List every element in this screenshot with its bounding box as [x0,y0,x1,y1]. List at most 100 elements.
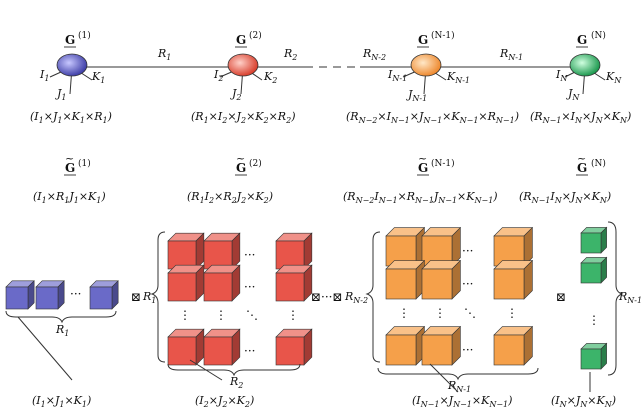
svg-text:J2: J2 [230,87,242,102]
ellipsis-v-mn1-0: ⋮ [398,306,410,320]
matrix-annotations: R1 (I1×J1×K1) R1 R2 (I2×J2×K2) RN-2 RN-1… [5,221,642,409]
core-shape-n-minus-1: (RN−2×IN−1×JN−1×KN−1×RN−1) [346,110,519,125]
svg-text:RN-2: RN-2 [344,290,368,305]
cube-mn1-1-2 [493,259,534,300]
svg-text:R1: R1 [142,290,156,305]
block-shape-n-minus-1: (IN−1×JN−1×KN−1) [412,394,512,409]
svg-text:K2: K2 [263,70,277,85]
svg-text:G: G [236,161,246,175]
svg-text:(N): (N) [591,158,606,169]
operator-3: ⊠ [556,290,566,304]
ellipsis-h-m2-1: ··· [244,280,255,294]
ellipsis-v-m2-2: ⋮ [287,308,299,322]
cube-mn1-2-2 [493,325,534,366]
cube-m2-1-2 [275,264,313,302]
svg-text:J1: J1 [55,87,67,102]
cube-m2-1-1 [203,264,241,302]
core-shape-2: (R1×I2×J2×K2×R2) [191,110,295,125]
core-shape-n: (RN−1×IN×JN×KN) [530,110,631,125]
svg-text:RN-1: RN-1 [618,290,642,305]
cube-m2-0-1 [203,232,241,270]
svg-text:KN-1: KN-1 [446,70,470,85]
svg-text:(1): (1) [78,158,91,169]
ellipsis-h-m2-0: ··· [244,248,255,262]
svg-text:I2: I2 [213,68,223,83]
ellipsis-v-m2-1: ⋮ [215,308,227,322]
bottom-titles: G ~ (1) (I1×R1J1×K1) G ~ (2) (R1I2×R2J2×… [33,152,611,205]
cube-blocks: ··· ··· ··· ··· ⋮ ⋮ ⋮ ⋱ ··· ··· ··· ⋮ ⋮ ⋮ ⋱ ⋮ [5,226,608,370]
svg-text:(2): (2) [249,158,262,169]
cube-m1-1 [35,280,65,310]
top-chain: R1 R2 RN-2 RN-1 G (1) I1 J1 K1 G (2) I2 … [30,30,631,125]
core-shape-1: (I1×J1×K1×R1) [30,110,112,125]
svg-text:~: ~ [236,152,245,165]
unfold-shape-2: (R1I2×R2J2×K2) [187,190,273,205]
cube-m2-2-1 [203,328,241,366]
cube-mn1-1-1 [421,259,462,300]
cube-m2-2-0 [167,328,205,366]
cube-mn-2 [580,342,608,370]
bond-label-rn2: RN-2 [362,47,386,62]
svg-text:RN-1: RN-1 [447,379,471,394]
svg-text:R1: R1 [55,323,69,338]
ellipsis-mn: ⋮ [588,313,600,327]
cube-m2-0-2 [275,232,313,270]
operator-1: ⊠ [131,290,141,304]
unfold-shape-1: (I1×R1J1×K1) [33,190,106,205]
bond-label-r2: R2 [283,47,297,62]
core-node-1: G (1) I1 J1 K1 [39,30,105,102]
cube-mn1-1-0 [385,259,426,300]
cube-m2-2-2 [275,328,313,366]
svg-text:(2): (2) [249,30,262,41]
svg-text:G: G [577,161,587,175]
ellipsis-v-m2-0: ⋮ [179,308,191,322]
svg-text:(N-1): (N-1) [431,158,455,169]
cube-mn-1 [580,256,608,284]
svg-text:(N-1): (N-1) [431,30,455,41]
core-sup-1: (1) [78,30,91,41]
cube-m2-1-0 [167,264,205,302]
ellipsis-d-mn1: ⋱ [464,306,476,320]
cube-mn1-2-0 [385,325,426,366]
svg-text:KN: KN [605,70,622,85]
cube-mn1-2-1 [421,325,462,366]
cube-mn1-0-0 [385,226,426,267]
bond-label-r1: R1 [157,47,171,62]
cube-m1-0 [5,280,35,310]
kronecker-operators: ⊠ ⊠···⊠ ⊠ [131,290,566,304]
svg-text:K1: K1 [91,70,105,85]
svg-text:G: G [577,33,587,47]
svg-text:IN: IN [555,68,568,83]
cube-m2-0-0 [167,232,205,270]
cube-mn1-0-2 [493,226,534,267]
svg-text:G: G [418,33,428,47]
ellipsis-v-mn1-2: ⋮ [506,306,518,320]
core-title-1: G [65,33,75,47]
block-shape-1: (I1×J1×K1) [32,394,91,409]
svg-text:JN: JN [566,87,580,102]
cube-mn-0 [580,226,608,254]
svg-text:(N): (N) [591,30,606,41]
cube-m1-2 [89,280,119,310]
ellipsis-h-mn1-1: ··· [462,277,473,291]
svg-text:G: G [418,161,428,175]
svg-text:G: G [65,161,75,175]
svg-text:IN-1: IN-1 [387,68,407,83]
svg-text:~: ~ [577,152,586,165]
ellipsis-h-mn1-0: ··· [462,244,473,258]
ellipsis-m1: ··· [70,287,81,301]
cube-mn1-0-1 [421,226,462,267]
ellipsis-d-m2: ⋱ [246,308,258,322]
bond-label-rn1: RN-1 [499,47,523,62]
svg-text:I1: I1 [39,68,49,83]
core-node-n: G (N) IN JN KN [555,30,622,102]
unfold-shape-n-minus-1: (RN−2IN−1×RN−1JN−1×KN−1) [343,190,498,205]
operator-2: ⊠···⊠ [311,290,343,304]
unfold-shape-n: (RN−1IN×JN×KN) [519,190,611,205]
ellipsis-h-mn1-2: ··· [462,343,473,357]
ellipsis-v-mn1-1: ⋮ [434,306,446,320]
ellipsis-h-m2-2: ··· [244,344,255,358]
svg-text:~: ~ [418,152,427,165]
